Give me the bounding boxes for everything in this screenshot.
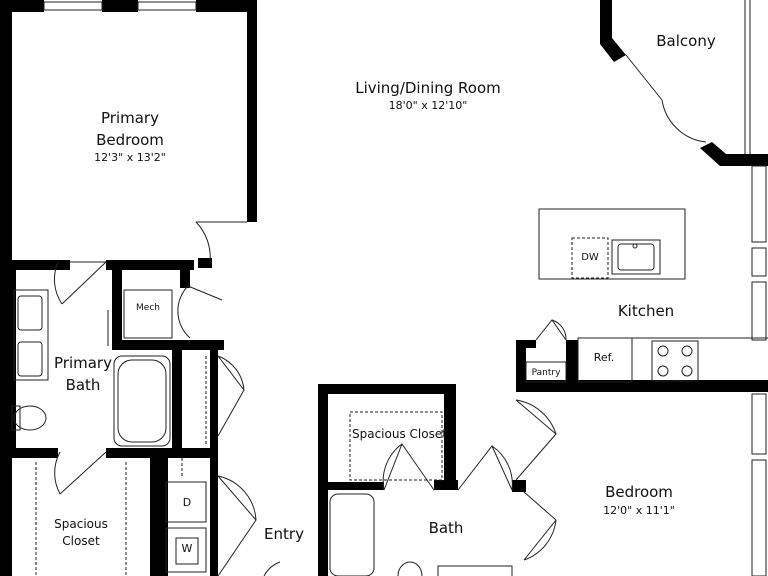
primary-bedroom-label-line2: Bedroom — [96, 131, 164, 149]
washer-label: W — [181, 542, 193, 555]
door-swings — [53, 54, 707, 576]
dishwasher-label: DW — [581, 252, 599, 263]
dryer-label: D — [182, 496, 192, 509]
fixture-lines — [11, 0, 768, 576]
refrigerator-label: Ref. — [593, 351, 615, 364]
pantry-label: Pantry — [531, 368, 561, 378]
primary-bath-label-line1: Primary — [54, 354, 112, 372]
living-dining-room-size: 18'0" x 12'10" — [388, 99, 468, 112]
kitchen-label: Kitchen — [617, 302, 675, 320]
primary-bath-label-line2: Bath — [65, 376, 101, 394]
balcony-label: Balcony — [656, 32, 716, 50]
living-dining-room-label: Living/Dining Room — [355, 79, 501, 97]
spacious-closet-top-label: Spacious Closet — [352, 427, 447, 441]
spacious-closet-left-label-line1: Spacious — [54, 517, 108, 531]
mech-label: Mech — [136, 303, 160, 313]
primary-bedroom-size: 12'3" x 13'2" — [94, 151, 166, 164]
entry-label: Entry — [264, 525, 304, 543]
bath-label: Bath — [428, 519, 464, 537]
bedroom-label: Bedroom — [605, 483, 673, 501]
spacious-closet-left-label-line2: Closet — [62, 534, 100, 548]
primary-bedroom-label-line1: Primary — [101, 109, 159, 127]
bedroom-size: 12'0" x 11'1" — [603, 504, 675, 517]
